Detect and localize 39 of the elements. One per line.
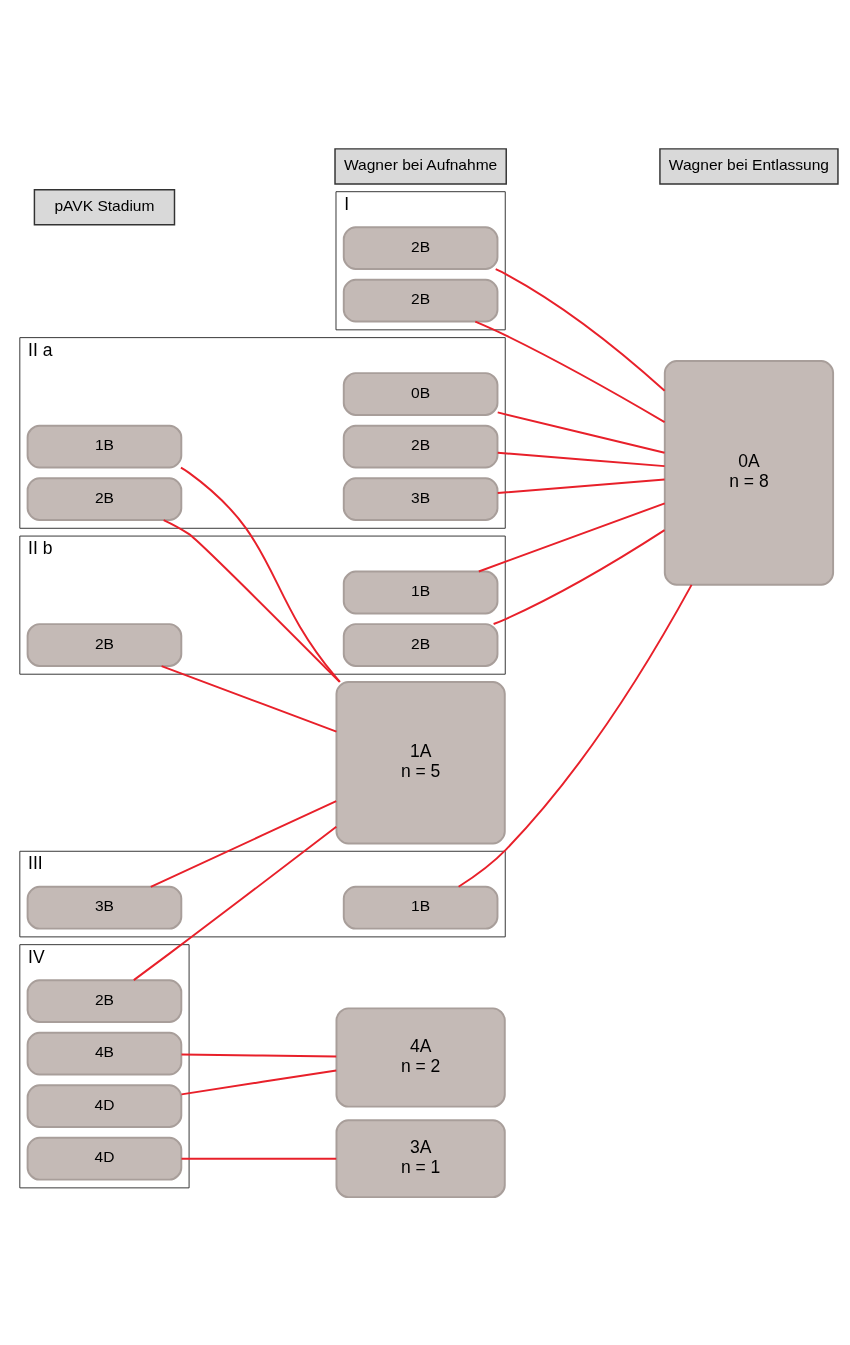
node-box: 4D bbox=[26, 1136, 183, 1181]
node-box: 1A n = 5 bbox=[335, 680, 506, 844]
connector bbox=[477, 501, 666, 572]
connector bbox=[492, 528, 666, 625]
node-box: 2B bbox=[26, 476, 183, 521]
connector bbox=[494, 267, 666, 392]
connector bbox=[474, 320, 666, 423]
connector bbox=[179, 466, 341, 683]
connector bbox=[160, 664, 338, 733]
node-box: 3B bbox=[342, 476, 499, 521]
connector bbox=[180, 1157, 338, 1160]
node-box: 1B bbox=[26, 424, 183, 468]
connector bbox=[180, 1068, 338, 1095]
connector bbox=[496, 410, 666, 454]
node-box: 2B bbox=[342, 622, 499, 667]
node-box: 1B bbox=[342, 570, 499, 614]
node-box: 4B bbox=[26, 1031, 183, 1075]
connector bbox=[180, 1053, 338, 1057]
connector bbox=[457, 583, 693, 888]
node-box: 3A n = 1 bbox=[335, 1118, 506, 1198]
node-box: 4D bbox=[26, 1083, 183, 1128]
node-box: pAVK Stadium bbox=[33, 188, 176, 225]
connector bbox=[496, 478, 666, 494]
node-box: 1B bbox=[342, 885, 499, 930]
node-box: 4A n = 2 bbox=[335, 1006, 506, 1108]
node-box: 2B bbox=[342, 424, 499, 468]
connector bbox=[496, 451, 666, 467]
node-box: 3B bbox=[26, 885, 183, 930]
node-box: 0A n = 8 bbox=[663, 359, 835, 586]
node-box: Wagner bei Entlassung bbox=[659, 147, 839, 185]
connector bbox=[149, 799, 338, 888]
node-box: Wagner bei Aufnahme bbox=[334, 147, 507, 185]
node-box: 0B bbox=[342, 371, 499, 416]
connector bbox=[132, 825, 338, 981]
connector bbox=[162, 518, 341, 683]
node-box: 2B bbox=[342, 225, 499, 270]
node-box: 2B bbox=[26, 978, 183, 1023]
node-box: 2B bbox=[342, 278, 499, 323]
node-box: 2B bbox=[26, 622, 183, 667]
